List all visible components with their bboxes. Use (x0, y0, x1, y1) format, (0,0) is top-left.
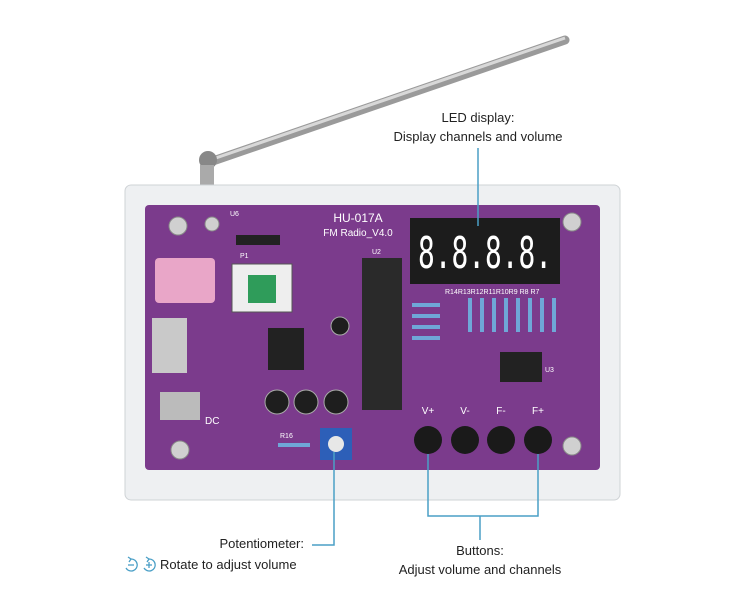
pot-callout-desc: Rotate to adjust volume (160, 557, 297, 572)
dc-silk: DC (205, 416, 219, 427)
button-label-vminus: V- (460, 406, 469, 417)
driver-chip (500, 352, 542, 382)
button-freq-up (524, 426, 552, 454)
p1-silk: P1 (240, 253, 249, 260)
fm-module (248, 275, 276, 303)
header-silk: U6 (230, 211, 239, 218)
button-freq-down (487, 426, 515, 454)
power-switch (152, 318, 187, 373)
capacitors (264, 316, 350, 415)
button-volume-down (451, 426, 479, 454)
led-callout-desc: Display channels and volume (393, 129, 563, 144)
rotate-minus-icon (125, 556, 138, 572)
resistors (278, 298, 556, 447)
pin-header (236, 235, 280, 245)
buttons (414, 426, 552, 454)
buttons-callout-desc: Adjust volume and channels (398, 562, 562, 577)
led-callout-title: LED display: (441, 110, 515, 125)
button-label-fplus: F+ (532, 406, 544, 417)
led-digits: 8.8.8.8. (418, 228, 552, 279)
mcu-chip (362, 258, 402, 410)
amp-chip (268, 328, 304, 370)
buttons-callout-title: Buttons: (456, 543, 504, 558)
u3-silk: U3 (545, 367, 554, 374)
board-model: HU-017A (333, 211, 382, 225)
dc-port (160, 392, 200, 420)
audio-jack (155, 258, 215, 303)
button-volume-up (414, 426, 442, 454)
board-version: FM Radio_V4.0 (323, 228, 393, 239)
screws (168, 212, 582, 460)
resistor-silk: R14R13R12R11R10R9 R8 R7 (445, 289, 540, 296)
rotate-plus-icon (143, 556, 156, 572)
u2-silk: U2 (372, 249, 381, 256)
pot-silk: R16 (280, 433, 293, 440)
pot-callout-title: Potentiometer: (219, 536, 304, 551)
button-label-vplus: V+ (422, 406, 435, 417)
led-display (410, 218, 560, 284)
button-label-fminus: F- (496, 406, 505, 417)
callout-lines (312, 148, 539, 546)
